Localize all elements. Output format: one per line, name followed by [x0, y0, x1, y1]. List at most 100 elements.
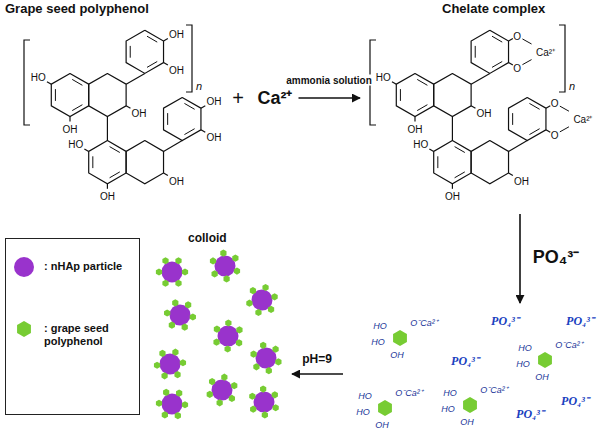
bond-line: [400, 89, 401, 101]
bond-line: [92, 156, 93, 168]
bond-line: [164, 63, 168, 66]
arrow-label: ammonia solution: [284, 75, 374, 86]
polyphenol-dot: [272, 391, 278, 398]
chemical-group: O: [551, 98, 559, 109]
chemical-group: OH: [477, 108, 492, 119]
chemical-group: n: [196, 80, 202, 92]
polyphenol-dot: [272, 346, 278, 353]
polyphenol-dot: [214, 326, 220, 333]
polyphenol-dot: [159, 350, 165, 357]
ion-label: PO₄³⁻: [491, 315, 519, 329]
molecule-label: HO: [373, 322, 387, 332]
molecule-label: OH: [460, 418, 474, 428]
polyphenol-dot: [162, 411, 168, 418]
bond-line: [201, 130, 205, 133]
polyphenol-dot: [176, 390, 182, 397]
chemical-group: O: [513, 31, 521, 42]
bond-line: [546, 130, 550, 133]
bond-line: [529, 103, 539, 109]
polyphenol-dot: [260, 342, 266, 349]
bond-line: [392, 82, 396, 85]
bond-line: [417, 79, 427, 85]
polyphenol-dot: [255, 309, 261, 316]
molecule-label: HO: [358, 392, 372, 402]
chemical-group: OH: [63, 123, 78, 134]
polyphenol-dot: [260, 385, 266, 392]
chemical-group: Ca²⁺: [536, 46, 555, 57]
polyphenol-dot: [225, 345, 231, 352]
bond-line: [560, 106, 569, 111]
chemical-group: HO: [376, 71, 391, 82]
polyphenol-dot: [209, 378, 215, 385]
chemical-group: OH: [206, 95, 221, 106]
legend-entry: : nHAp particle: [14, 257, 134, 273]
node-heading: Chelate complex: [442, 2, 545, 17]
bond-line: [72, 105, 82, 111]
bond-line: [164, 39, 168, 42]
molecule-label: HO: [441, 405, 455, 415]
polyphenol-dot: [210, 257, 216, 264]
chemical-group: OH: [206, 132, 221, 143]
polyphenol-dot: [225, 319, 231, 326]
polyphenol-dot: [250, 350, 256, 357]
bond-line: [126, 30, 163, 73]
bond-line: [452, 117, 453, 141]
polyphenol-hexagon: [378, 400, 392, 416]
bond-line: [455, 172, 465, 178]
polyphenol-dot: [175, 280, 181, 287]
bond-line: [559, 25, 565, 92]
polyphenol-dot: [262, 284, 268, 291]
bond-line: [560, 127, 569, 132]
bond-line: [455, 147, 465, 153]
nhap-particle: [162, 394, 183, 415]
polyphenol-dot: [180, 359, 186, 366]
bond-line: [147, 36, 157, 42]
polyphenol-dot: [172, 349, 178, 356]
polyphenol-dot: [232, 255, 238, 262]
polyphenol-dot: [250, 287, 256, 294]
chemical-group: OH: [100, 190, 115, 201]
molecule-label: HO: [516, 360, 530, 370]
bond-line: [24, 40, 30, 125]
reaction-arrow: [519, 214, 521, 303]
bond-line: [72, 79, 82, 85]
bond-line: [492, 36, 502, 42]
polyphenol-dot: [213, 339, 219, 346]
bond-line: [126, 106, 130, 109]
legend-entry: : grape seed polyphenol: [14, 319, 134, 348]
polyphenol-hexagon: [538, 352, 552, 368]
ion-label: PO₄³⁻: [566, 315, 594, 329]
polyphenol-dot: [221, 374, 227, 381]
polyphenol-dot: [164, 309, 170, 316]
molecule-label: HO: [518, 344, 532, 354]
bond-line: [546, 106, 550, 109]
bond-line: [414, 117, 415, 122]
bond-line: [184, 129, 194, 135]
chemical-group: HO: [68, 138, 83, 149]
bond-line: [167, 113, 168, 125]
swatch-hexagon: [17, 321, 31, 337]
polyphenol-dot: [234, 267, 240, 274]
polyphenol-dot: [231, 382, 237, 389]
bond-line: [471, 30, 508, 73]
nhap-particle: [218, 326, 239, 347]
bond-line: [110, 147, 120, 153]
node-heading: Ca²⁺: [257, 88, 292, 109]
chemical-group: Ca²⁺: [573, 114, 592, 125]
polyphenol-dot: [223, 275, 229, 282]
bond-line: [186, 25, 192, 92]
bond-line: [529, 129, 539, 135]
bond-line: [51, 73, 88, 116]
legend-box: : nHAp particle : grape seed polyphenol: [5, 238, 140, 415]
ion-label: PO₄³⁻: [516, 408, 544, 422]
arrow-label: pH=9: [300, 353, 334, 366]
bond-line: [130, 46, 131, 58]
polyphenol-dot: [172, 299, 178, 306]
bond-line: [522, 60, 531, 65]
bond-line: [84, 149, 88, 152]
mixture-region: PO₄³⁻PO₄³⁻PO₄³⁻PO₄³⁻PO₄³⁻: [345, 305, 612, 428]
molecule-label: O⁻Ca²⁺: [410, 319, 438, 329]
nhap-particle: [254, 392, 275, 413]
bond-line: [509, 97, 546, 140]
